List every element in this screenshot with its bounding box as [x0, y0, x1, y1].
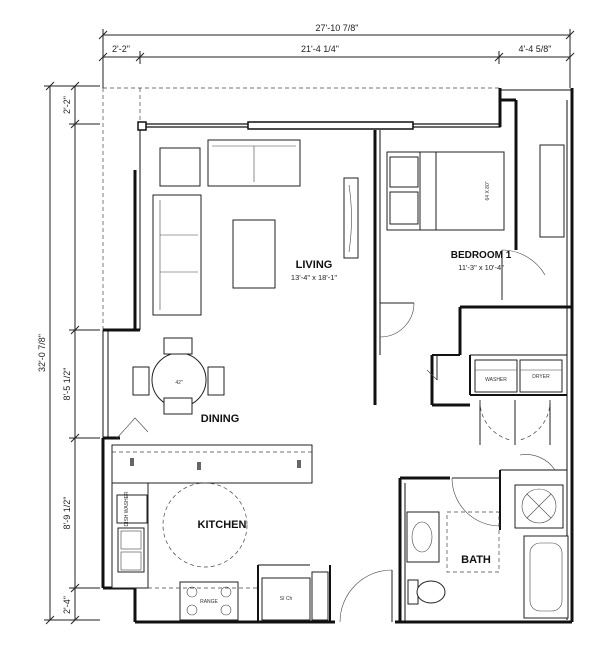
living-size-label: 13'-4" x 18'-1"	[291, 273, 337, 282]
dresser	[539, 144, 565, 238]
right-segment-dimension: 4'-4 5/8"	[519, 44, 552, 54]
depth-living-dimension: 8'-5 1/2"	[62, 368, 72, 401]
coffee-table	[232, 219, 276, 289]
vanity	[406, 511, 440, 563]
walls	[101, 88, 574, 624]
sink	[117, 527, 145, 573]
bathtub	[523, 535, 569, 619]
washer	[474, 359, 518, 393]
middle-segment-dimension: 21'-4 1/4"	[301, 44, 339, 54]
depth-top-dimension: 2'-2"	[62, 96, 72, 114]
laundry-fixtures: WASHER DRYER	[474, 359, 563, 393]
armchair	[159, 147, 201, 187]
depth-kitchen-dimension: 8'-9 1/2"	[62, 497, 72, 530]
room-labels: LIVING 13'-4" x 18'-1" BEDROOM 1 11'-3" …	[198, 250, 512, 566]
dishwasher-label: DISH WASHER	[124, 491, 130, 526]
kitchen-island	[111, 444, 313, 484]
table-size-label: 42"	[175, 380, 183, 386]
dining-furniture: 42"	[132, 337, 225, 415]
dryer	[519, 359, 563, 393]
toilet	[416, 580, 446, 604]
kitchen-label: KITCHEN	[198, 519, 247, 531]
overall-width-dimension: 27'-10 7/8"	[316, 23, 359, 33]
overall-depth-dimension: 32'-0 7/8"	[37, 334, 47, 372]
bed-size-label: 64 X 80"	[485, 181, 491, 200]
dining-label: DINING	[201, 413, 240, 425]
range-label: RANGE	[200, 599, 218, 605]
sofa	[152, 194, 202, 316]
dryer-label: DRYER	[532, 374, 550, 380]
doors	[116, 249, 556, 623]
kitchen-fixtures: DISH WASHER RANGE SI Ch	[111, 444, 329, 621]
bath-fixtures	[406, 484, 569, 619]
living-label: LIVING	[296, 259, 333, 271]
tv-console	[343, 177, 359, 259]
bedroom-size-label: 11'-3" x 10'-4"	[458, 263, 504, 272]
dishwasher	[116, 494, 148, 524]
left-segment-dimension: 2'-2"	[112, 44, 130, 54]
living-furniture	[152, 139, 359, 316]
bath-label: BATH	[461, 554, 491, 566]
refrigerator-label: SI Ch	[280, 596, 293, 602]
dimension-lines: 27'-10 7/8" 2'-2" 21'-4 1/4" 4'-4 5/8" 3…	[37, 23, 575, 625]
washer-label: WASHER	[485, 377, 507, 383]
depth-bottom-dimension: 2'-4"	[62, 596, 72, 614]
bedroom-furniture: 64 X 80"	[386, 144, 565, 238]
linen-cabinet	[514, 484, 564, 529]
bedroom-label: BEDROOM 1	[451, 250, 512, 261]
refrigerator	[261, 577, 311, 621]
